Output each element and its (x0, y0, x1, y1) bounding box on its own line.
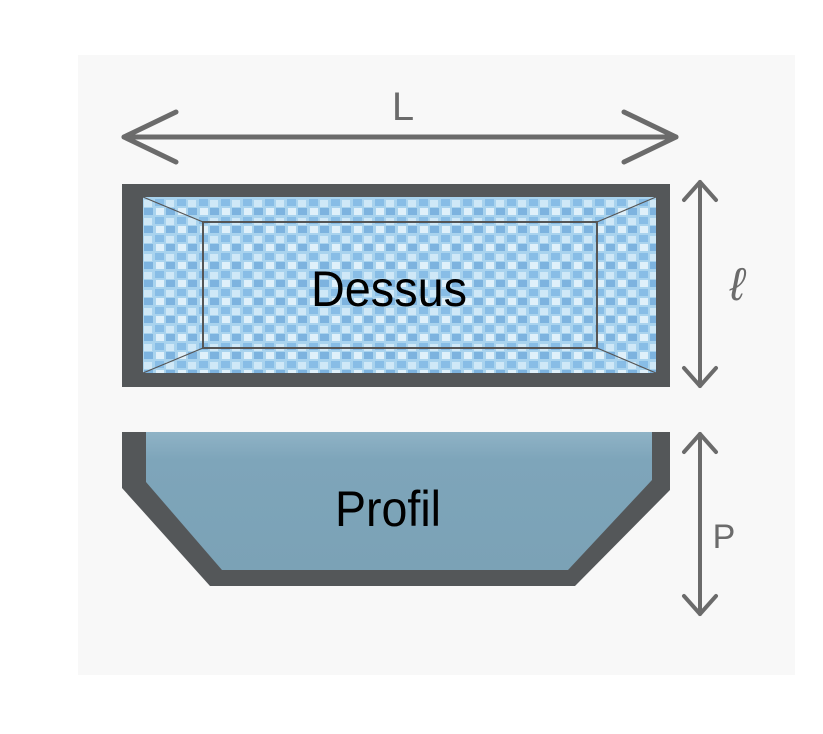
depth-label: P (713, 518, 736, 556)
top-view-label: Dessus (311, 261, 467, 317)
top-view (122, 184, 670, 387)
profile-view (122, 432, 670, 586)
width-arrow (682, 180, 718, 388)
length-label: L (392, 85, 414, 129)
width-label: ℓ (729, 258, 747, 310)
profile-water (146, 432, 652, 570)
pool-floor-outline (202, 221, 598, 349)
top-view-tiles (143, 197, 656, 373)
profile-view-label: Profil (335, 481, 441, 537)
depth-arrow (682, 432, 718, 616)
length-arrow (121, 109, 679, 165)
